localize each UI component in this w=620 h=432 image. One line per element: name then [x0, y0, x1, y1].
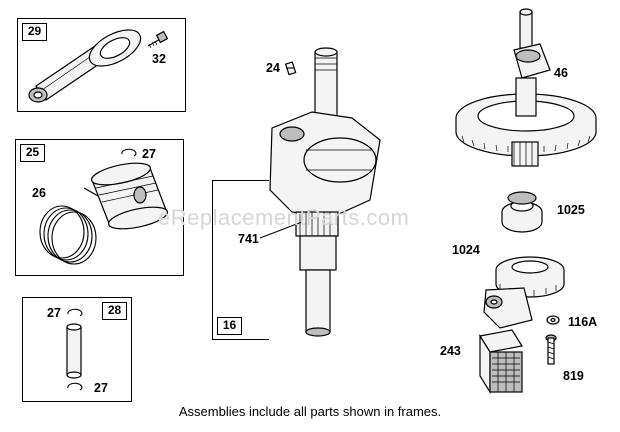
piston-pin-drawing — [66, 308, 83, 391]
callout-pin-lock-bottom: 27 — [94, 381, 108, 395]
callout-governor-gear: 1024 — [452, 243, 480, 257]
connecting-rod-drawing — [28, 29, 142, 103]
callout-key: 24 — [266, 61, 280, 75]
piston-rings-drawing — [39, 205, 97, 265]
small-gear-drawing — [501, 191, 543, 233]
callout-piston-rings: 26 — [32, 186, 46, 200]
frame-piston-pin: 28 — [22, 297, 132, 402]
callout-screw: 819 — [563, 369, 584, 383]
piston-drawing — [90, 162, 169, 230]
frame-label-crankshaft: 16 — [217, 317, 242, 335]
callout-bracket: 243 — [440, 344, 461, 358]
leader-lines — [83, 67, 303, 239]
bracket-drawing — [479, 329, 523, 395]
frame-label-connecting-rod: 29 — [22, 23, 47, 41]
frame-crankshaft: 16 — [212, 180, 269, 340]
callout-piston-ring-lock: 27 — [142, 147, 156, 161]
governor-gear-drawing — [483, 256, 565, 329]
frame-piston: 25 — [15, 139, 184, 276]
callout-small-gear: 1025 — [557, 203, 585, 217]
callout-crank-gear: 741 — [238, 232, 259, 246]
frame-label-piston-pin: 28 — [102, 302, 127, 320]
screw-drawing — [545, 334, 557, 365]
crankshaft-drawing — [269, 47, 381, 337]
watermark: eReplacementParts.com — [158, 205, 410, 230]
callout-rod-bolt: 32 — [152, 52, 166, 66]
washer-drawing — [546, 315, 560, 325]
callout-camshaft: 46 — [554, 66, 568, 80]
camshaft-drawing — [455, 8, 597, 167]
footer-note: Assemblies include all parts shown in fr… — [178, 404, 442, 419]
callout-washer: 116A — [568, 315, 598, 329]
rod-bolt-drawing — [147, 30, 169, 49]
frame-connecting-rod: 29 — [17, 18, 186, 112]
frame-label-piston: 25 — [20, 144, 45, 162]
ring-lock-drawing — [121, 148, 137, 157]
callout-pin-lock-top: 27 — [47, 306, 61, 320]
